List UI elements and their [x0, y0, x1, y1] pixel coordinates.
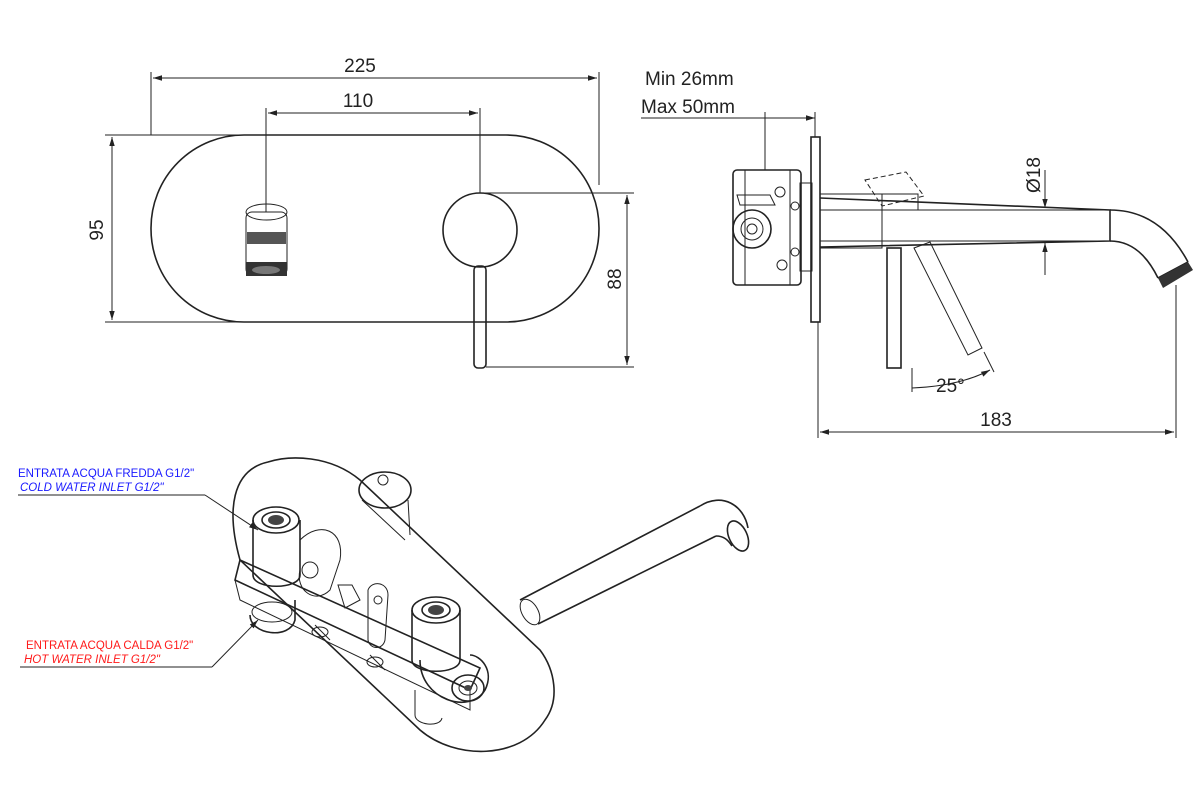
cold-inlet-label-it: ENTRATA ACQUA FREDDA G1/2" [18, 468, 194, 480]
iso-mounting-bar [234, 529, 482, 711]
dim-225: 225 [344, 56, 376, 77]
side-lever-rotated [913, 241, 983, 356]
iso-cold-inlet [252, 506, 301, 587]
front-view: 225 110 95 88 [87, 56, 634, 369]
iso-top-boss [358, 471, 412, 541]
isometric-view: ENTRATA ACQUA FREDDA G1/2" COLD WATER IN… [18, 457, 750, 753]
side-spout [819, 197, 1193, 288]
side-view: Min 26mm Max 50mm Ø18 25° 183 [641, 69, 1193, 438]
wall-max-label: Max 50mm [641, 97, 735, 118]
iso-hot-inlet [411, 596, 490, 725]
hot-inlet-label-it: ENTRATA ACQUA CALDA G1/2" [26, 640, 193, 652]
cold-inlet-label-en: COLD WATER INLET G1/2" [20, 482, 165, 494]
dim-95: 95 [87, 219, 108, 240]
iso-spout [519, 499, 750, 626]
dim-110: 110 [343, 91, 373, 112]
hot-inlet-label-en: HOT WATER INLET G1/2" [24, 654, 161, 666]
iso-backplate [232, 457, 555, 753]
side-lever [886, 247, 902, 369]
mixer-handle-front [442, 192, 518, 369]
side-valve-body [732, 169, 813, 286]
side-handle-body [819, 171, 925, 249]
wall-min-label: Min 26mm [645, 69, 734, 90]
dim-angle-25: 25° [936, 376, 965, 397]
front-plate [150, 134, 600, 323]
dim-88: 88 [605, 268, 626, 289]
dim-diameter-18: Ø18 [1024, 157, 1045, 193]
spout-outlet-front [245, 203, 288, 276]
dim-183: 183 [980, 410, 1012, 431]
